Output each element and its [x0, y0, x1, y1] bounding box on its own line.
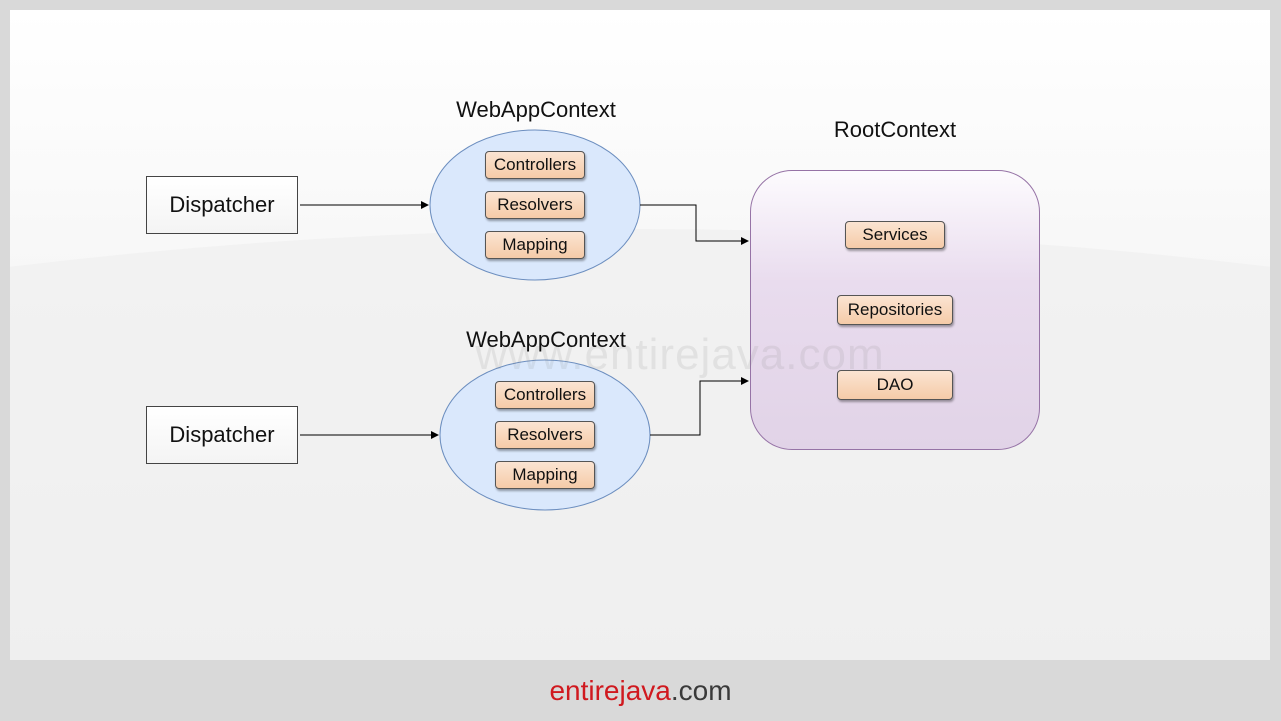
chip-dao: DAO — [837, 370, 953, 400]
dispatcher-box-1: Dispatcher — [146, 176, 298, 234]
web-context-title-1: WebAppContext — [456, 97, 616, 122]
chip-resolvers: Resolvers — [485, 191, 585, 219]
watermark-text: www.entirejava.com — [475, 330, 885, 379]
arrow-context1-to-root — [640, 204, 749, 245]
dispatcher-label: Dispatcher — [169, 192, 275, 217]
chip-resolvers: Resolvers — [495, 421, 595, 449]
chip-controllers: Controllers — [485, 151, 585, 179]
dispatcher-box-2: Dispatcher — [146, 406, 298, 464]
brand-name: entirejava — [549, 674, 671, 706]
chip-mapping: Mapping — [485, 231, 585, 259]
arrow-context2-to-root — [650, 377, 749, 436]
footer-brand: entirejava.com — [0, 660, 1281, 721]
web-context-title-2: WebAppContext — [466, 327, 626, 352]
chip-controllers: Controllers — [495, 381, 595, 409]
chip-services: Services — [845, 221, 945, 249]
root-context-title: RootContext — [833, 117, 957, 142]
chip-mapping: Mapping — [495, 461, 595, 489]
brand-tld: .com — [670, 674, 732, 706]
dispatcher-label: Dispatcher — [169, 422, 275, 447]
chip-repositories: Repositories — [837, 295, 953, 325]
